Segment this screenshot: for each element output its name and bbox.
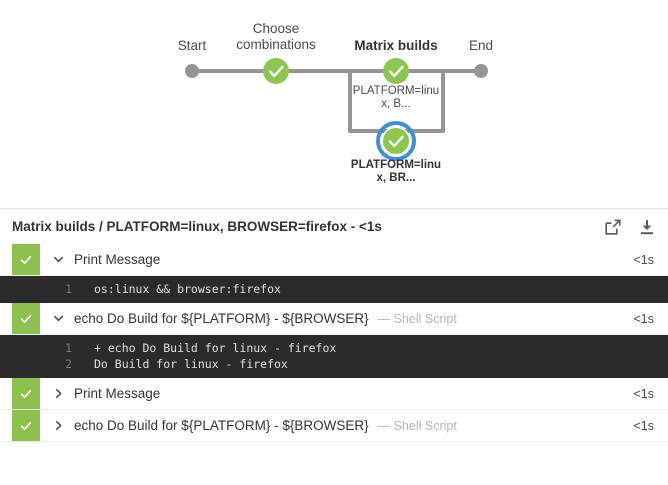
step-list: Print Message <1s 1 os:linux && browser:… <box>0 244 668 442</box>
console-line-number: 1 <box>65 341 72 355</box>
status-badge-success <box>12 410 40 441</box>
step-console-output[interactable]: 1 os:linux && browser:firefox <box>0 276 668 303</box>
step-duration: <1s <box>633 252 654 267</box>
expand-toggle-icon-chevron-right[interactable] <box>52 420 65 431</box>
graph-node-matrix-build-1[interactable] <box>383 58 409 84</box>
check-icon <box>388 65 404 78</box>
step-name: Print Message <box>74 386 161 401</box>
step-console-output[interactable]: 1 + echo Do Build for linux - firefox 2 … <box>0 335 668 378</box>
step-type: — Shell Script <box>377 418 457 433</box>
graph-node-label-1-line2: x, B... <box>381 98 411 110</box>
pipeline-graph-panel: Start Choose combinations Matrix builds … <box>0 0 668 209</box>
step-name: echo Do Build for ${PLATFORM} - ${BROWSE… <box>74 311 369 326</box>
check-icon <box>268 65 284 78</box>
check-icon <box>20 255 32 264</box>
step-row[interactable]: Print Message <1s <box>0 244 668 276</box>
expand-toggle-icon-chevron-right[interactable] <box>52 388 65 399</box>
step-name: Print Message <box>74 252 161 267</box>
check-icon <box>20 421 32 430</box>
check-icon <box>20 314 32 323</box>
console-line: 1 + echo Do Build for linux - firefox <box>0 340 668 356</box>
log-title: Matrix builds / PLATFORM=linux, BROWSER=… <box>12 219 382 234</box>
stage-label-choose-line2: combinations <box>236 37 316 52</box>
selection-ring <box>376 121 416 161</box>
graph-node-label-1[interactable]: PLATFORM=linu x, B... <box>348 85 444 111</box>
stage-label-start[interactable]: Start <box>152 38 232 54</box>
step-row[interactable]: Print Message <1s <box>0 378 668 410</box>
graph-node-label-2[interactable]: PLATFORM=linu x, BR... <box>348 159 444 185</box>
console-line-text: + echo Do Build for linux - firefox <box>94 341 337 355</box>
expand-toggle-icon-chevron-down[interactable] <box>52 254 65 265</box>
step-type: — Shell Script <box>377 311 457 326</box>
console-line-text: Do Build for linux - firefox <box>94 357 288 371</box>
console-line-text: os:linux && browser:firefox <box>94 282 281 296</box>
status-badge-success <box>12 244 40 275</box>
stage-label-end[interactable]: End <box>441 38 521 54</box>
stage-label-choose-combinations[interactable]: Choose combinations <box>226 21 326 53</box>
step-name: echo Do Build for ${PLATFORM} - ${BROWSE… <box>74 418 369 433</box>
end-node-dot[interactable] <box>474 64 488 78</box>
console-line: 1 os:linux && browser:firefox <box>0 281 668 297</box>
status-badge-success <box>12 378 40 409</box>
stage-label-choose-line1: Choose <box>252 21 300 36</box>
step-duration: <1s <box>633 311 654 326</box>
step-duration: <1s <box>633 418 654 433</box>
check-icon <box>20 389 32 398</box>
stage-label-matrix-text: Matrix builds <box>354 38 438 53</box>
graph-node-label-2-line2: x, BR... <box>376 172 416 184</box>
console-line-number: 2 <box>65 357 72 371</box>
check-icon <box>388 135 404 148</box>
log-header-actions <box>604 218 656 236</box>
expand-toggle-icon-chevron-down[interactable] <box>52 313 65 324</box>
step-row[interactable]: echo Do Build for ${PLATFORM} - ${BROWSE… <box>0 303 668 335</box>
step-duration: <1s <box>633 386 654 401</box>
stage-label-end-text: End <box>468 38 494 53</box>
open-in-new-window-icon[interactable] <box>604 218 622 236</box>
download-icon[interactable] <box>638 218 656 236</box>
graph-node-label-1-line1: PLATFORM=linu <box>352 85 440 97</box>
status-badge-success <box>12 303 40 334</box>
console-line: 2 Do Build for linux - firefox <box>0 356 668 372</box>
graph-node-matrix-build-2-selected[interactable] <box>376 121 416 161</box>
graph-node-choose-combinations[interactable] <box>263 58 289 84</box>
stage-label-start-text: Start <box>177 38 207 53</box>
start-node-dot[interactable] <box>185 64 199 78</box>
console-line-number: 1 <box>65 282 72 296</box>
step-row[interactable]: echo Do Build for ${PLATFORM} - ${BROWSE… <box>0 410 668 442</box>
stage-label-matrix-builds[interactable]: Matrix builds <box>336 38 456 54</box>
pipeline-graph-svg <box>185 58 488 161</box>
graph-node-label-2-line1: PLATFORM=linu <box>350 159 442 171</box>
log-header: Matrix builds / PLATFORM=linux, BROWSER=… <box>0 209 668 244</box>
